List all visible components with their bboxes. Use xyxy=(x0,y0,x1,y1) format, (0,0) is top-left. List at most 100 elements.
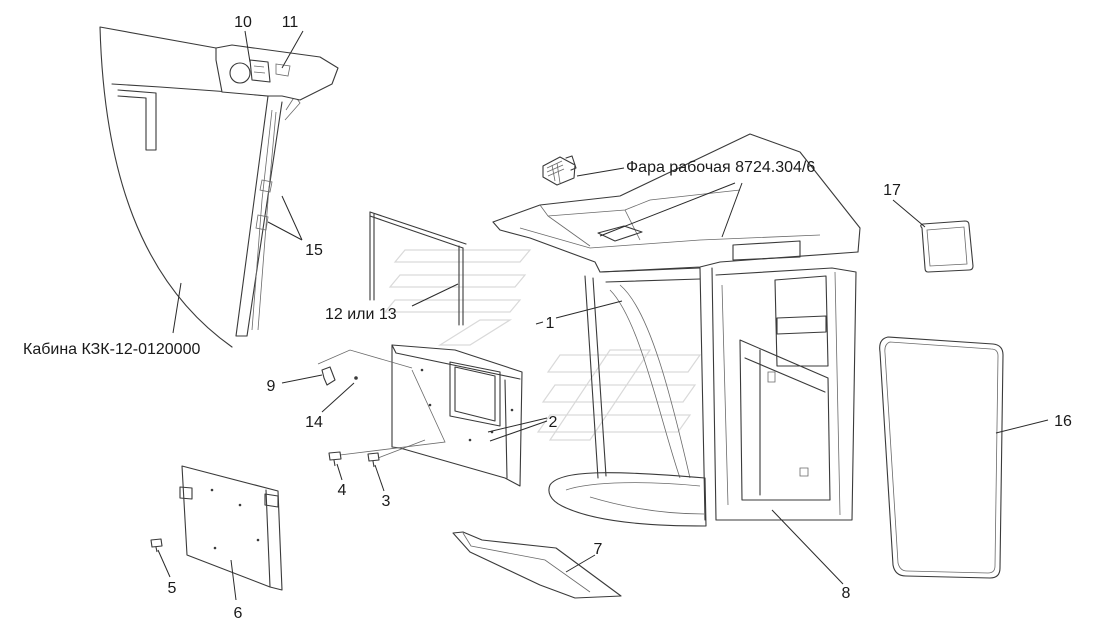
cab-roof-outline xyxy=(492,133,861,253)
labels: 10 11 15 Кабина КЗК-12-0120000 12 или 13… xyxy=(23,14,1072,622)
leader-8 xyxy=(771,509,844,585)
side-panel-2-hole xyxy=(510,408,514,412)
seal-16 xyxy=(879,336,1004,579)
label-15: 15 xyxy=(305,242,323,259)
work-lamp xyxy=(542,155,577,186)
label-8: 8 xyxy=(842,585,851,602)
glass-17-inner xyxy=(926,226,968,267)
cab-roof-edge xyxy=(492,221,859,273)
lamp-icon xyxy=(229,62,251,84)
label-lamp: Фара рабочая 8724.304/6 xyxy=(626,159,815,176)
panel-6-hole xyxy=(213,546,217,550)
sill-7-edge xyxy=(462,532,591,593)
leader-7 xyxy=(565,554,596,573)
leader-10 xyxy=(244,30,251,63)
lamp-bracket-detail xyxy=(253,63,291,77)
cab-middle-pillar xyxy=(699,267,717,521)
watermark-stripe xyxy=(536,414,692,433)
leader-15 xyxy=(267,195,303,241)
cab-door-lower xyxy=(739,339,831,501)
label-3: 3 xyxy=(382,493,391,510)
leader-17 xyxy=(892,199,926,228)
side-panel-2 xyxy=(391,344,523,487)
label-4: 4 xyxy=(338,482,347,499)
label-1: 1 xyxy=(546,315,555,332)
handrail-top-bar xyxy=(369,211,467,249)
seal-16-inner xyxy=(884,341,999,574)
watermark-stripe xyxy=(548,349,652,441)
panel-6 xyxy=(179,465,283,591)
watermark-stripe xyxy=(541,384,697,403)
seal-16-outline xyxy=(879,336,1004,579)
clip-9 xyxy=(321,366,336,386)
handrail-post-left xyxy=(369,211,375,301)
panel-6-outline xyxy=(181,465,283,591)
handrail xyxy=(369,211,467,326)
panel-6-tab xyxy=(264,493,279,508)
cab-roof-inner xyxy=(519,189,821,249)
cabin-fragment-panel-inner xyxy=(117,89,157,151)
leader-12-13 xyxy=(411,283,459,307)
fasteners xyxy=(150,366,380,553)
assembly-line xyxy=(317,349,446,456)
side-panel-2-hole xyxy=(420,368,424,372)
panel-6-flange xyxy=(265,489,271,588)
panel-6-hole xyxy=(238,503,242,507)
watermark-stripe xyxy=(437,319,513,346)
cabin-fragment-hinge xyxy=(255,179,273,231)
sill-7 xyxy=(452,531,622,599)
leader-9 xyxy=(281,374,323,384)
screw-3 xyxy=(367,452,380,468)
cab-body xyxy=(492,133,861,527)
work-lamp-grid xyxy=(546,160,565,184)
leader-2 xyxy=(487,417,548,442)
leader-14 xyxy=(321,382,355,413)
side-panel-2-hole xyxy=(428,403,432,407)
watermark-stripe xyxy=(383,299,522,313)
watermark xyxy=(383,249,702,441)
cab-front-window-top xyxy=(599,267,701,283)
cab-door-window xyxy=(774,275,829,367)
watermark-stripe xyxy=(546,354,702,373)
cab-door-frame xyxy=(715,267,857,521)
leader-16 xyxy=(995,419,1049,434)
leader-3 xyxy=(374,464,385,492)
cab-roof-hatch xyxy=(597,225,643,242)
cab-floor xyxy=(548,472,707,527)
label-2: 2 xyxy=(549,414,558,431)
handrail-post-right xyxy=(458,245,464,326)
side-panel-2-outline xyxy=(391,344,523,487)
label-cabin: Кабина КЗК-12-0120000 xyxy=(23,341,200,358)
panel-6-tab xyxy=(179,486,193,500)
leader-1 xyxy=(535,300,623,325)
leader-lines xyxy=(157,30,1049,601)
cab-windshield-curve xyxy=(609,284,691,479)
lamp-bracket xyxy=(249,59,271,83)
assembly-line xyxy=(377,439,426,459)
panel-6-hole xyxy=(256,538,260,542)
leader-5 xyxy=(157,549,171,578)
cab-floor-inner xyxy=(565,482,705,515)
leader-6 xyxy=(230,559,237,601)
assembly-lines xyxy=(317,349,446,459)
label-16: 16 xyxy=(1054,413,1072,430)
screw-4 xyxy=(328,451,342,467)
leader-cabin xyxy=(172,282,182,334)
label-17: 17 xyxy=(883,182,901,199)
watermark-stripe xyxy=(393,249,532,263)
leader-11 xyxy=(281,30,304,69)
label-14: 14 xyxy=(305,414,323,431)
label-7: 7 xyxy=(594,541,603,558)
side-panel-2-hole xyxy=(468,438,472,442)
glass-17 xyxy=(920,220,974,273)
cabin-fragment-outline xyxy=(99,26,233,348)
panel-6-hole xyxy=(210,488,214,492)
cabin-fragment-door-edge xyxy=(235,95,283,337)
cab-rear-frame xyxy=(721,271,841,516)
cab-door-handle xyxy=(767,371,809,477)
cab-light-bar xyxy=(732,240,801,261)
cabin-fragment-door-frame xyxy=(251,95,301,331)
leader-lamp xyxy=(576,167,743,238)
leader-4 xyxy=(336,463,343,481)
cabin-fragment xyxy=(99,26,339,348)
